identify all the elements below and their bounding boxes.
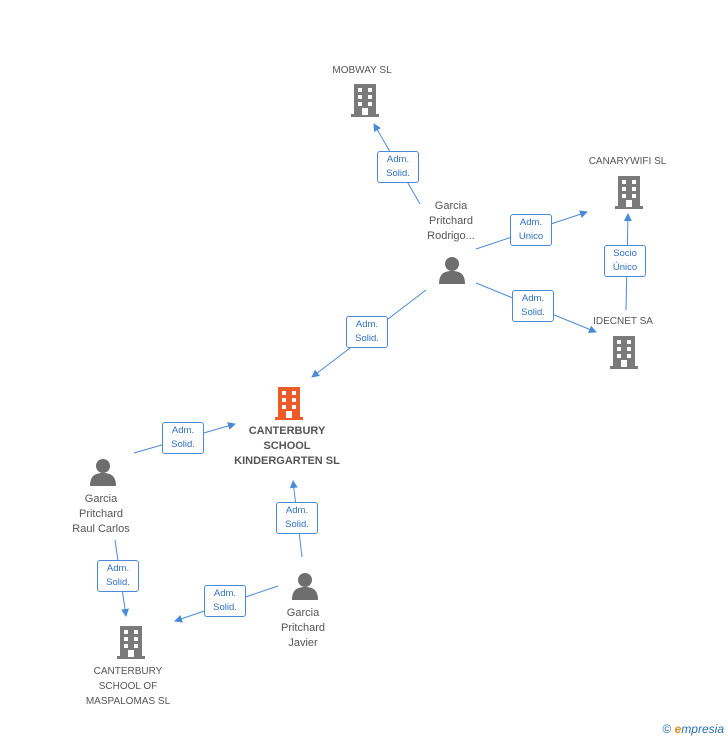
person-name-line: Pritchard <box>78 508 124 520</box>
relation-line: Adm. <box>386 154 410 165</box>
company-name-line: SCHOOL OF <box>98 681 158 692</box>
building-icon <box>351 84 379 117</box>
person-label-raul[interactable]: Garcia Pritchard Raul Carlos <box>58 492 144 537</box>
relation-line: Solid. <box>355 333 379 344</box>
relation-line: Adm. <box>519 217 543 228</box>
building-icon-focus <box>275 387 303 420</box>
edge-label-raul-kinder[interactable]: Adm. Solid. <box>162 422 204 454</box>
brand-logo-text: mpresia <box>681 722 724 736</box>
person-name-line: Rodrigo... <box>427 230 475 242</box>
person-label-javier[interactable]: Garcia Pritchard Javier <box>262 606 344 651</box>
company-label-maspalomas[interactable]: CANTERBURY SCHOOL OF MASPALOMAS SL <box>72 664 184 709</box>
person-name-line: Pritchard <box>280 622 326 634</box>
person-icon <box>90 459 116 486</box>
company-name-line: KINDERGARTEN SL <box>234 455 340 467</box>
relation-line: Adm. <box>171 425 195 436</box>
company-name-line: CANTERBURY <box>248 425 326 437</box>
relation-line: Único <box>612 262 638 273</box>
edge-label-javier-kinder[interactable]: Adm. Solid. <box>276 502 318 534</box>
company-name: MOBWAY SL <box>332 65 392 76</box>
relation-line: Adm. <box>285 505 309 516</box>
person-icon <box>292 573 318 600</box>
person-icon <box>439 257 465 284</box>
relation-line: Adm. <box>106 563 130 574</box>
company-name-line: CANTERBURY <box>93 666 163 677</box>
company-label-mobway[interactable]: MOBWAY SL <box>312 63 412 78</box>
edge-label-rodrigo-canarywifi[interactable]: Adm. Unico <box>510 214 552 246</box>
relation-line: Solid. <box>171 439 195 450</box>
edge-label-rodrigo-kinder[interactable]: Adm. Solid. <box>346 316 388 348</box>
relation-line: Adm. <box>213 588 237 599</box>
copyright-icon: © <box>662 722 672 736</box>
brand-footer: © empresia <box>662 722 724 736</box>
company-label-canarywifi[interactable]: CANARYWIFI SL <box>575 154 680 169</box>
person-name-line: Garcia <box>286 607 320 619</box>
relation-line: Adm. <box>521 293 545 304</box>
edge-label-javier-maspalomas[interactable]: Adm. Solid. <box>204 585 246 617</box>
company-label-idecnet[interactable]: IDECNET SA <box>582 314 664 329</box>
edge-label-idecnet-canarywifi[interactable]: Socio Único <box>604 245 646 277</box>
edge-label-rodrigo-mobway[interactable]: Adm. Solid. <box>377 151 419 183</box>
person-name-line: Pritchard <box>428 215 474 227</box>
brand-logo-letter: e <box>674 722 682 736</box>
relation-line: Solid. <box>213 602 237 613</box>
person-name-line: Garcia <box>84 493 118 505</box>
relation-line: Adm. <box>355 319 379 330</box>
edge-label-rodrigo-idecnet[interactable]: Adm. Solid. <box>512 290 554 322</box>
person-name-line: Garcia <box>434 200 468 212</box>
relation-line: Socio <box>613 248 637 259</box>
relation-line: Unico <box>518 231 544 242</box>
person-label-rodrigo[interactable]: Garcia Pritchard Rodrigo... <box>410 199 492 244</box>
building-icon <box>117 626 145 659</box>
relation-line: Solid. <box>285 519 309 530</box>
building-icon <box>615 176 643 209</box>
edge-label-raul-maspalomas[interactable]: Adm. Solid. <box>97 560 139 592</box>
company-name: CANARYWIFI SL <box>588 156 667 167</box>
company-name: IDECNET SA <box>593 316 653 327</box>
person-name-line: Javier <box>288 637 318 649</box>
focus-company-label[interactable]: CANTERBURY SCHOOL KINDERGARTEN SL <box>222 424 352 469</box>
company-name-line: SCHOOL <box>263 440 311 452</box>
relation-line: Solid. <box>521 307 545 318</box>
person-name-line: Raul Carlos <box>72 523 130 535</box>
relation-line: Solid. <box>386 168 410 179</box>
company-name-line: MASPALOMAS SL <box>85 696 171 707</box>
building-icon <box>610 336 638 369</box>
relation-line: Solid. <box>106 577 130 588</box>
